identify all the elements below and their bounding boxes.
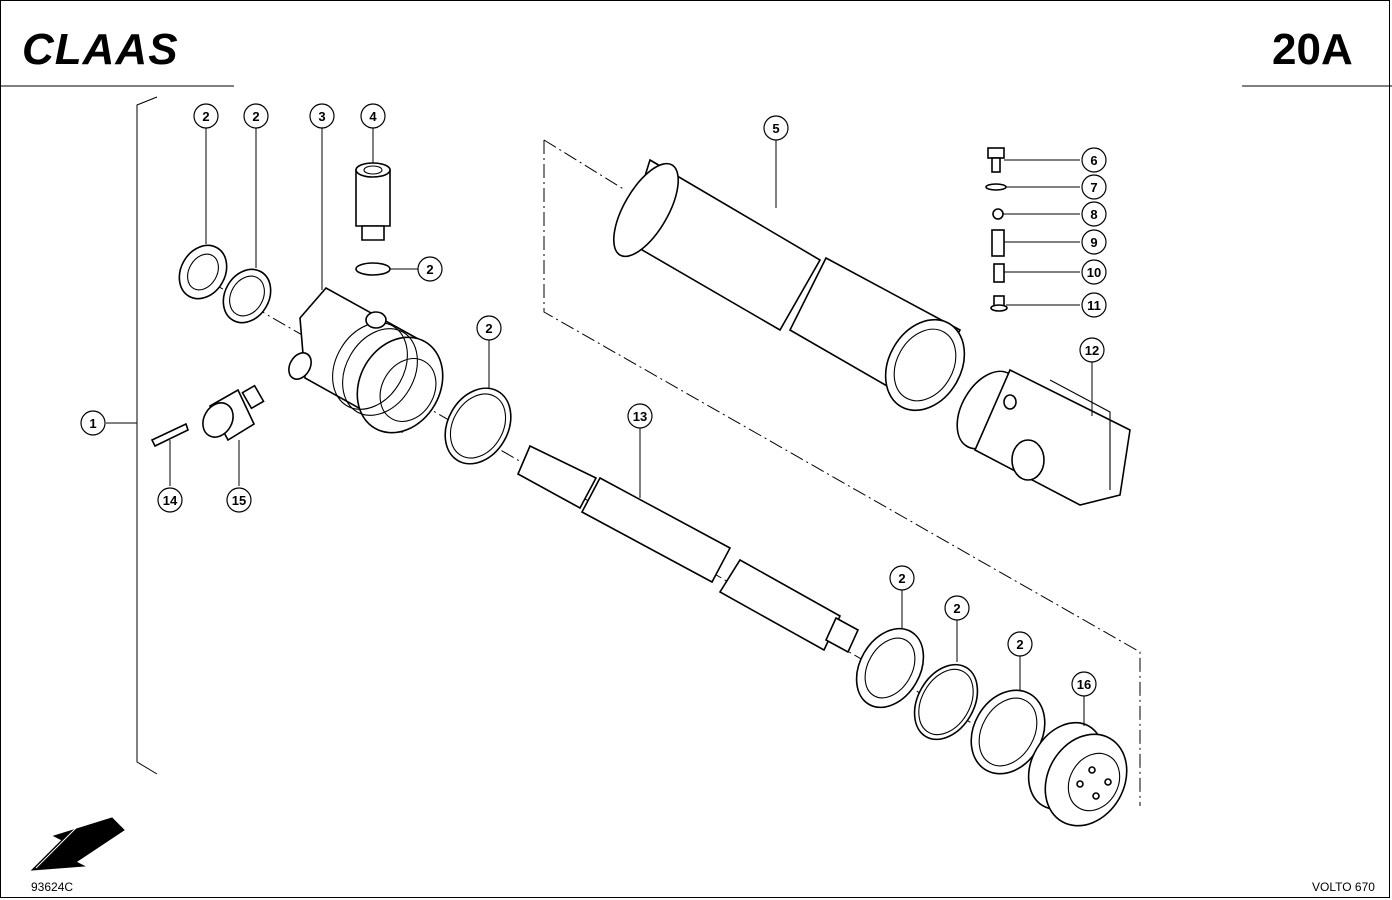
- svg-text:2: 2: [953, 601, 960, 616]
- direction-arrow-icon: [30, 817, 125, 871]
- washer: [985, 183, 1007, 191]
- callout-11: 11: [1081, 292, 1107, 318]
- svg-text:2: 2: [898, 571, 905, 586]
- callout-14: 14: [157, 487, 183, 513]
- svg-text:1: 1: [89, 416, 96, 431]
- callout-3: 3: [309, 103, 335, 129]
- o-ring-fitting: [355, 262, 391, 276]
- callout-2c: 2: [417, 256, 443, 282]
- callout-13: 13: [627, 403, 653, 429]
- callout-10: 10: [1081, 259, 1107, 285]
- hex-bolt: [987, 147, 1005, 173]
- callout-2a: 2: [193, 103, 219, 129]
- svg-text:9: 9: [1090, 235, 1097, 250]
- direction-arrow-highlight: [35, 821, 83, 869]
- callout-2f: 2: [944, 595, 970, 621]
- enclosure-top-edge: [543, 139, 626, 191]
- enclosure-outline: [543, 140, 1141, 806]
- callout-4: 4: [360, 103, 386, 129]
- piston-rod: [516, 444, 860, 654]
- svg-text:13: 13: [633, 409, 647, 424]
- seal-ring-bottom-1: [855, 627, 925, 709]
- svg-text:8: 8: [1090, 207, 1097, 222]
- callout-2g: 2: [1007, 631, 1033, 657]
- page-code: 20A: [1272, 25, 1353, 74]
- roll-pin: [150, 422, 189, 448]
- callout-6: 6: [1081, 147, 1107, 173]
- cylinder-tube: [612, 158, 966, 412]
- callout-2b: 2: [243, 103, 269, 129]
- seal-ring-left-inner: [222, 268, 272, 324]
- leader-lines: [169, 128, 1093, 726]
- callout-5: 5: [763, 115, 789, 141]
- svg-text:16: 16: [1077, 677, 1091, 692]
- svg-text:2: 2: [202, 109, 209, 124]
- svg-text:2: 2: [426, 262, 433, 277]
- svg-text:12: 12: [1085, 343, 1099, 358]
- piston: [1027, 721, 1128, 827]
- cylinder-head: [288, 286, 444, 434]
- svg-text:2: 2: [485, 321, 492, 336]
- svg-text:3: 3: [318, 109, 325, 124]
- callout-15: 15: [226, 487, 252, 513]
- svg-text:10: 10: [1087, 265, 1101, 280]
- spring-short: [993, 263, 1005, 283]
- callout-8: 8: [1081, 201, 1107, 227]
- seal-ring-bottom-2: [913, 663, 979, 741]
- callout-2d: 2: [476, 315, 502, 341]
- seal-ring-middle: [444, 387, 512, 465]
- svg-text:11: 11: [1087, 298, 1101, 313]
- seal-ring-left-outer: [178, 244, 228, 300]
- svg-text:2: 2: [1016, 637, 1023, 652]
- ball: [992, 208, 1004, 220]
- brand-logo: CLAAS: [22, 25, 179, 74]
- callout-16: 16: [1071, 671, 1097, 697]
- svg-text:6: 6: [1090, 153, 1097, 168]
- svg-text:7: 7: [1090, 180, 1097, 195]
- bleed-valve: [202, 384, 265, 442]
- svg-text:2: 2: [252, 109, 259, 124]
- hydraulic-fitting: [355, 162, 391, 241]
- svg-text:14: 14: [163, 493, 178, 508]
- assembly-bracket: [136, 96, 158, 775]
- model-name: VOLTO 670: [1312, 880, 1375, 894]
- clevis-end: [956, 368, 1131, 506]
- svg-text:15: 15: [232, 493, 246, 508]
- callout-9: 9: [1081, 229, 1107, 255]
- svg-text:5: 5: [772, 121, 779, 136]
- valve-seat: [990, 295, 1008, 312]
- callout-2e: 2: [889, 565, 915, 591]
- drawing-number: 93624C: [31, 880, 73, 894]
- callout-7: 7: [1081, 174, 1107, 200]
- callout-1: 1: [80, 410, 106, 436]
- spring-long: [991, 229, 1005, 257]
- svg-text:4: 4: [369, 109, 377, 124]
- callout-12: 12: [1079, 337, 1105, 363]
